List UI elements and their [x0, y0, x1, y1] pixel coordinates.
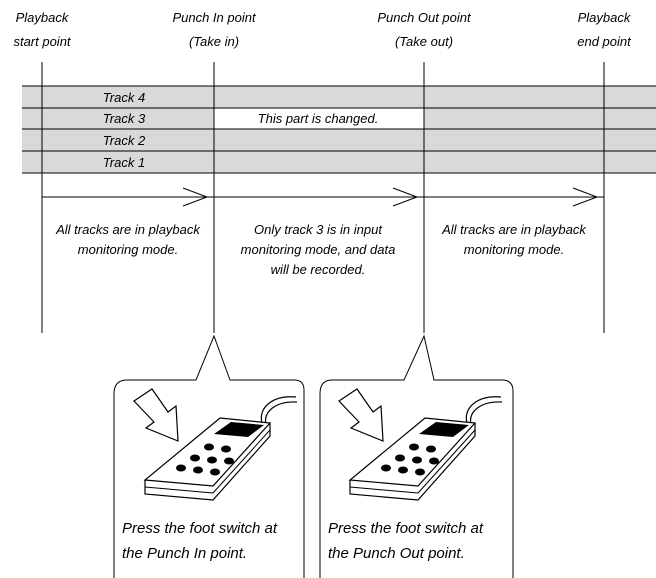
timeline-arrow — [42, 187, 604, 207]
callout-punch-out-caption: Press the foot switch at the Punch Out p… — [328, 520, 484, 562]
svg-text:monitoring mode.: monitoring mode. — [464, 242, 564, 257]
svg-text:Punch Out point: Punch Out point — [377, 10, 472, 25]
svg-text:the Punch Out point.: the Punch Out point. — [328, 545, 465, 562]
arrow-head-icon — [182, 187, 209, 207]
svg-text:monitoring mode, and data: monitoring mode, and data — [241, 242, 396, 257]
segment-1-text: All tracks are in playback monitoring mo… — [55, 222, 201, 257]
track-label: Track 2 — [103, 133, 146, 148]
segment-2-text: Only track 3 is in input monitoring mode… — [241, 222, 396, 277]
arrow-head-icon — [392, 187, 419, 207]
changed-note: This part is changed. — [258, 111, 379, 126]
svg-text:monitoring mode.: monitoring mode. — [78, 242, 178, 257]
press-arrow-icon — [133, 388, 179, 442]
svg-text:All tracks are in playback: All tracks are in playback — [441, 222, 587, 237]
svg-text:All tracks are in playback: All tracks are in playback — [55, 222, 201, 237]
arrow-head-icon — [572, 187, 599, 207]
foot-switch-icon — [133, 388, 298, 501]
punch-out-label: Punch Out point (Take out) — [377, 10, 472, 49]
segment-3-text: All tracks are in playback monitoring mo… — [441, 222, 587, 257]
svg-text:Press the foot switch at: Press the foot switch at — [122, 520, 278, 537]
foot-switch-icon — [338, 388, 503, 501]
svg-text:Press the foot switch at: Press the foot switch at — [328, 520, 484, 537]
callout-punch-in-caption: Press the foot switch at the Punch In po… — [122, 520, 278, 562]
punch-in-label: Punch In point (Take in) — [172, 10, 257, 49]
changed-section — [214, 108, 424, 129]
track-label: Track 3 — [103, 111, 146, 126]
svg-text:will be recorded.: will be recorded. — [271, 262, 366, 277]
svg-text:the Punch In point.: the Punch In point. — [122, 545, 247, 562]
svg-text:Playback: Playback — [16, 10, 70, 25]
svg-text:Playback: Playback — [578, 10, 632, 25]
svg-text:Only track 3 is in input: Only track 3 is in input — [254, 222, 383, 237]
svg-text:start point: start point — [13, 34, 71, 49]
playback-start-label: Playback start point — [13, 10, 71, 49]
svg-text:(Take in): (Take in) — [189, 34, 239, 49]
press-arrow-icon — [338, 388, 384, 442]
track-area: Track 4 Track 3 Track 2 Track 1 This par… — [22, 85, 656, 174]
svg-text:end point: end point — [577, 34, 632, 49]
svg-text:(Take out): (Take out) — [395, 34, 453, 49]
track-label: Track 4 — [103, 90, 145, 105]
track-label: Track 1 — [103, 155, 145, 170]
playback-end-label: Playback end point — [577, 10, 632, 49]
svg-text:Punch In point: Punch In point — [172, 10, 257, 25]
